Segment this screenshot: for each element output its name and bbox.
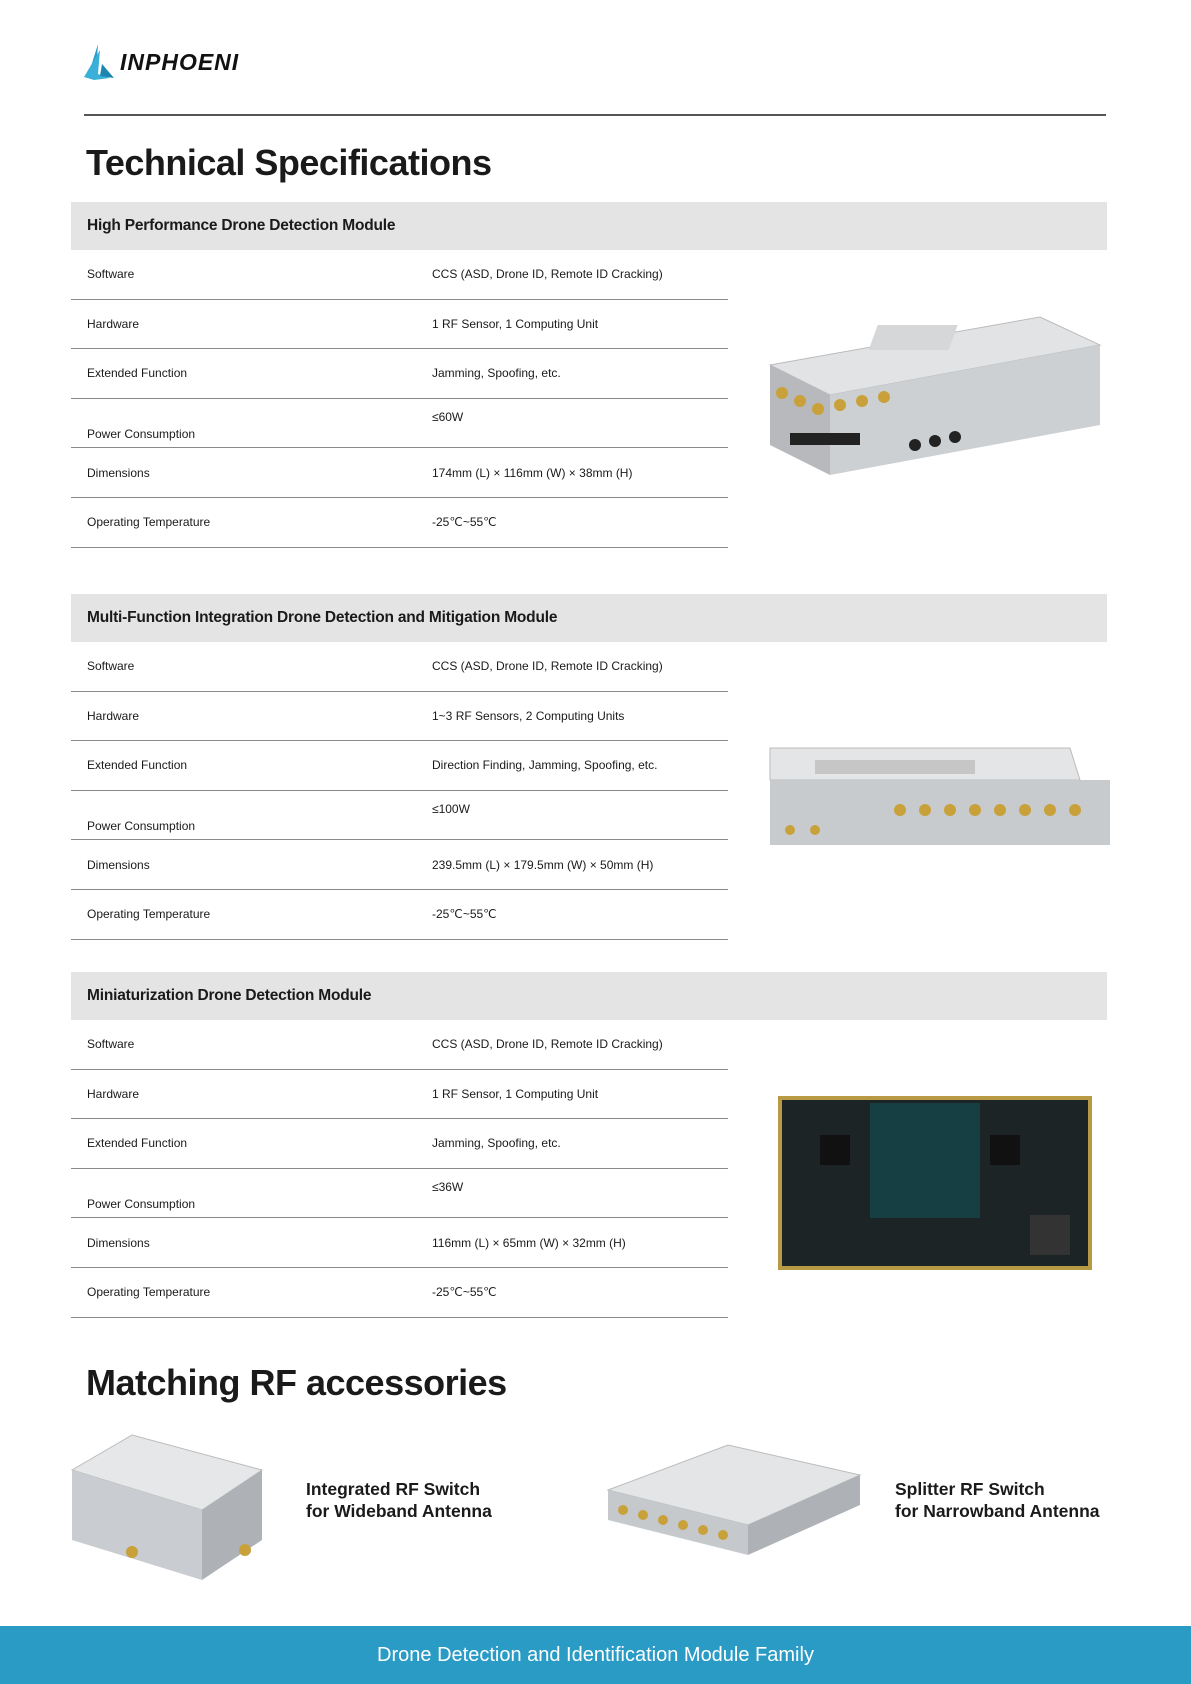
accessories-title: Matching RF accessories — [86, 1362, 507, 1403]
module-title: Miniaturization Drone Detection Module — [71, 972, 1107, 1020]
spec-label: Power Consumption — [87, 1197, 196, 1212]
spec-label: Operating Temperature — [87, 907, 211, 922]
accessory-subtitle: for Narrowband Antenna — [895, 1501, 1100, 1521]
page-title: Technical Specifications — [86, 142, 492, 183]
spec-row: Extended Function Direction Finding, Jamm… — [71, 741, 728, 791]
brand-name: INPHOENI — [120, 48, 240, 75]
spec-value: -25℃~55℃ — [432, 907, 497, 922]
accessory-label-1: Integrated RF Switch for Wideband Antenn… — [306, 1478, 492, 1522]
accessory-name: Integrated RF Switch — [306, 1479, 481, 1499]
spec-label: Hardware — [87, 708, 140, 723]
spec-value: -25℃~55℃ — [432, 515, 497, 530]
spec-row: Software CCS (ASD, Drone ID, Remote ID Cr… — [71, 250, 728, 300]
footer-banner: Drone Detection and Identification Modul… — [0, 1626, 1191, 1684]
header-divider — [84, 114, 1106, 116]
module-section-1: High Performance Drone Detection Module … — [71, 202, 1107, 548]
spec-row: Software CCS (ASD, Drone ID, Remote ID Cr… — [71, 1020, 728, 1070]
logo-sail-icon — [84, 44, 114, 80]
spec-value: ≤60W — [432, 410, 464, 425]
spec-row: Dimensions 116mm (L) × 65mm (W) × 32mm (H… — [71, 1218, 728, 1268]
spec-value: Jamming, Spoofing, etc. — [432, 1136, 561, 1151]
spec-label: Software — [87, 1037, 135, 1052]
spec-value: -25℃~55℃ — [432, 1285, 497, 1300]
accessory-image-splitter-rf-switch — [606, 1444, 862, 1555]
spec-label: Hardware — [87, 316, 140, 331]
spec-value: 1 RF Sensor, 1 Computing Unit — [432, 316, 599, 331]
spec-label: Extended Function — [87, 758, 188, 773]
spec-row: Operating Temperature -25℃~55℃ — [71, 498, 728, 548]
accessory-label-2: Splitter RF Switch for Narrowband Antenn… — [895, 1478, 1100, 1522]
spec-row: Extended Function Jamming, Spoofing, etc. — [71, 349, 728, 399]
spec-value: Jamming, Spoofing, etc. — [432, 366, 561, 381]
spec-value: Direction Finding, Jamming, Spoofing, et… — [432, 758, 658, 773]
spec-label: Operating Temperature — [87, 515, 211, 530]
spec-value: CCS (ASD, Drone ID, Remote ID Cracking) — [432, 267, 663, 282]
accessory-name: Splitter RF Switch — [895, 1479, 1045, 1499]
spec-label: Dimensions — [87, 465, 150, 480]
spec-row: Hardware 1~3 RF Sensors, 2 Computing Unit… — [71, 692, 728, 742]
product-image-multi-function — [769, 747, 1110, 845]
accessory-image-integrated-rf-switch — [70, 1434, 264, 1580]
spec-row: Operating Temperature -25℃~55℃ — [71, 1268, 728, 1318]
product-image-miniaturization — [778, 1096, 1092, 1270]
spec-label: Software — [87, 267, 135, 282]
spec-value: 116mm (L) × 65mm (W) × 32mm (H) — [432, 1235, 626, 1250]
spec-label: Power Consumption — [87, 819, 196, 834]
product-image-high-performance — [768, 316, 1102, 475]
spec-label: Power Consumption — [87, 427, 196, 442]
spec-row: Hardware 1 RF Sensor, 1 Computing Unit — [71, 300, 728, 350]
module-section-2: Multi-Function Integration Drone Detecti… — [71, 594, 1107, 940]
spec-row: Operating Temperature -25℃~55℃ — [71, 890, 728, 940]
spec-label: Operating Temperature — [87, 1285, 211, 1300]
spec-label: Hardware — [87, 1086, 140, 1101]
spec-value: CCS (ASD, Drone ID, Remote ID Cracking) — [432, 1037, 663, 1052]
spec-row: Hardware 1 RF Sensor, 1 Computing Unit — [71, 1070, 728, 1120]
spec-label: Extended Function — [87, 366, 188, 381]
spec-row: Power Consumption ≤60W — [71, 399, 728, 449]
spec-value: CCS (ASD, Drone ID, Remote ID Cracking) — [432, 659, 663, 674]
spec-row: Extended Function Jamming, Spoofing, etc. — [71, 1119, 728, 1169]
spec-row: Power Consumption ≤36W — [71, 1169, 728, 1219]
spec-label: Dimensions — [87, 1235, 150, 1250]
spec-value: 1 RF Sensor, 1 Computing Unit — [432, 1086, 599, 1101]
spec-label: Dimensions — [87, 857, 150, 872]
spec-row: Power Consumption ≤100W — [71, 791, 728, 841]
spec-label: Extended Function — [87, 1136, 188, 1151]
accessory-subtitle: for Wideband Antenna — [306, 1501, 492, 1521]
module-section-3: Miniaturization Drone Detection Module S… — [71, 972, 1107, 1318]
spec-value: ≤100W — [432, 802, 470, 817]
spec-row: Software CCS (ASD, Drone ID, Remote ID Cr… — [71, 642, 728, 692]
spec-value: 1~3 RF Sensors, 2 Computing Units — [432, 708, 625, 723]
brand-logo: INPHOENI — [84, 44, 239, 80]
module-title: Multi-Function Integration Drone Detecti… — [71, 594, 1107, 642]
spec-row: Dimensions 174mm (L) × 116mm (W) × 38mm (… — [71, 448, 728, 498]
spec-row: Dimensions 239.5mm (L) × 179.5mm (W) × 50… — [71, 840, 728, 890]
spec-value: ≤36W — [432, 1180, 464, 1195]
module-title: High Performance Drone Detection Module — [71, 202, 1107, 250]
spec-label: Software — [87, 659, 135, 674]
spec-value: 239.5mm (L) × 179.5mm (W) × 50mm (H) — [432, 857, 654, 872]
spec-value: 174mm (L) × 116mm (W) × 38mm (H) — [432, 465, 633, 480]
